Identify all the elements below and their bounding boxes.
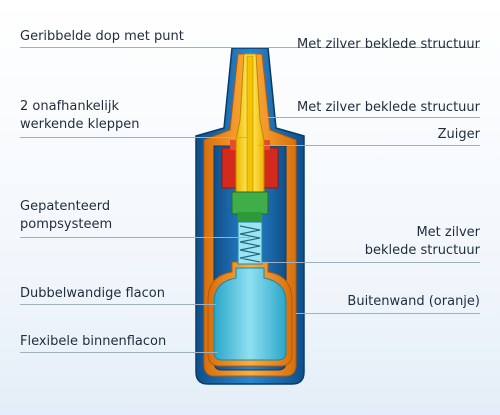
label-zuiger: Zuiger [437,127,480,142]
label-zilver-structuur-3-line1: Met zilver [416,225,480,240]
label-geribbelde-dop: Geribbelde dop met punt [20,29,184,44]
leader-line [20,137,248,138]
label-zilver-structuur-2: Met zilver beklede structuur [297,100,480,115]
leader-line [20,237,250,238]
label-zilver-structuur-1: Met zilver beklede structuur [297,37,480,52]
pump-spring [237,221,263,265]
label-pompsysteem-line1: Gepatenteerd [20,199,111,214]
label-pompsysteem-line2: pompsysteem [20,217,113,232]
label-dubbelwandige-flacon: Dubbelwandige flacon [20,286,165,301]
leader-line [258,262,480,263]
label-kleppen-line1: 2 onafhankelijk [20,99,120,114]
leader-line [20,304,216,305]
leader-line [250,47,480,48]
leader-line [20,47,250,48]
label-kleppen-line2: werkende kleppen [20,117,140,132]
label-zilver-structuur-3-line2: beklede structuur [364,243,480,258]
label-buitenwand: Buitenwand (oranje) [347,294,480,309]
green-valves [231,191,269,224]
flexible-inner-flacon [207,261,293,367]
label-flexibele-binnenflacon: Flexibele binnenflacon [20,334,167,349]
leader-line [20,352,218,353]
leader-line [296,313,480,314]
leader-line [258,145,480,146]
leader-line [258,117,480,118]
